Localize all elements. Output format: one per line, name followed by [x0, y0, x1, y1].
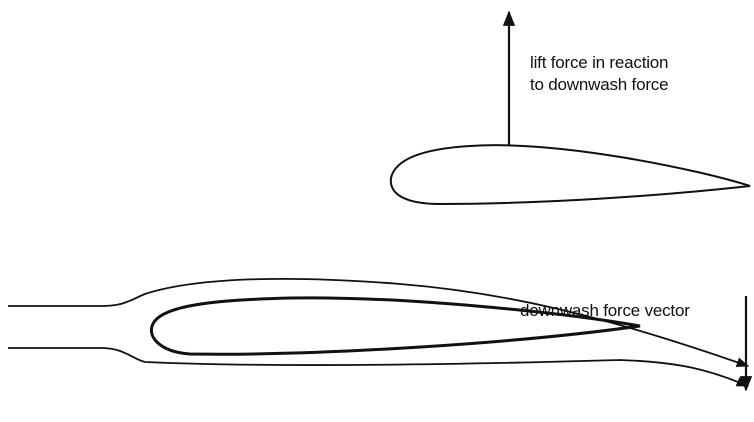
lift-label-line1: lift force in reaction: [530, 52, 668, 74]
lift-label-line2: to downwash force: [530, 74, 668, 96]
upper-airfoil: [391, 145, 750, 204]
lift-force-label: lift force in reaction to downwash force: [530, 52, 668, 96]
upper-airflow-streamline: [8, 279, 748, 366]
downwash-force-label: downwash force vector: [520, 300, 690, 322]
lower-airflow-streamline: [8, 348, 748, 386]
